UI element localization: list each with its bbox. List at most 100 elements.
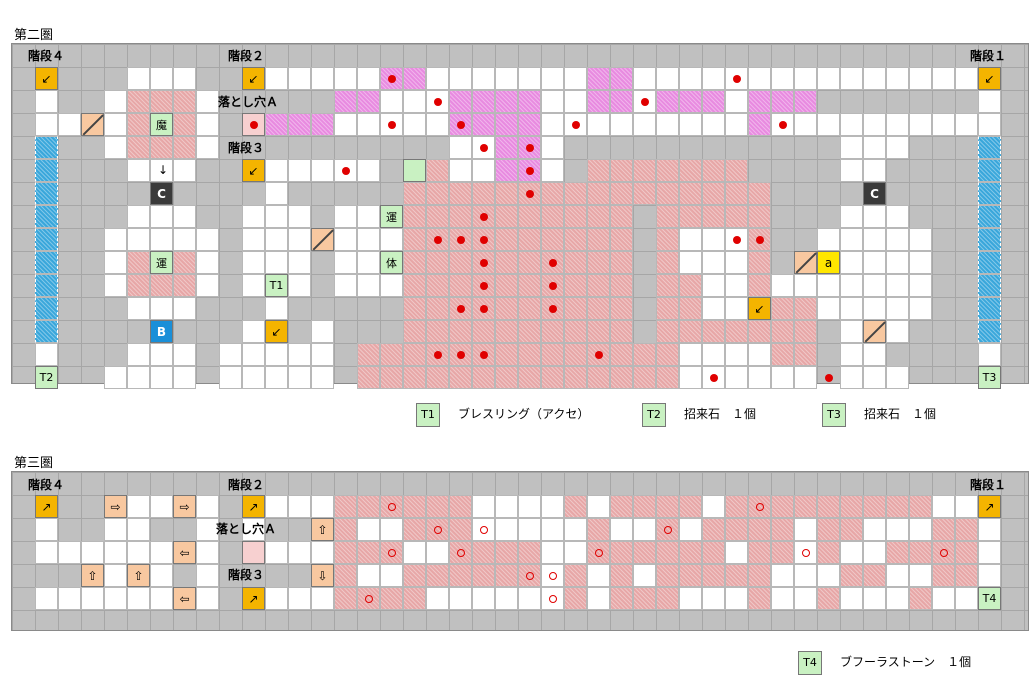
damage-cell: [564, 495, 587, 518]
magenta-cell: [495, 159, 518, 182]
floor-cell: [817, 564, 840, 587]
floor-cell: [863, 228, 886, 251]
floor-cell: [449, 67, 472, 90]
damage-cell: [886, 541, 909, 564]
floor-cell: [541, 518, 564, 541]
damage-cell: [587, 518, 610, 541]
floor-cell: [196, 274, 219, 297]
floor-cell: [840, 113, 863, 136]
floor-cell: [311, 541, 334, 564]
legend-key: T3: [822, 403, 846, 427]
floor-cell: [794, 518, 817, 541]
floor-cell: [794, 564, 817, 587]
treasure-t3: T3: [978, 366, 1001, 389]
floor-cell: [679, 67, 702, 90]
floor-cell: [725, 90, 748, 113]
floor-cell: [311, 343, 334, 366]
stairs3-label-f3: 階段３: [228, 568, 265, 582]
floor-cell: [725, 297, 748, 320]
damage-cell: [610, 495, 633, 518]
floor-cell: [81, 541, 104, 564]
magenta-cell: [495, 136, 518, 159]
floor-cell: [265, 587, 288, 610]
floor-cell: [150, 159, 173, 182]
floor-cell: [288, 274, 311, 297]
floor-cell: [955, 67, 978, 90]
floor-cell: [127, 541, 150, 564]
floor-cell: [863, 205, 886, 228]
damage-cell: [426, 182, 449, 205]
damage-cell: [495, 320, 518, 343]
floor-cell: [288, 541, 311, 564]
floor-cell: [840, 67, 863, 90]
floor-cell: [449, 587, 472, 610]
floor-cell: [817, 113, 840, 136]
floor-cell: [656, 113, 679, 136]
damage-cell: [610, 366, 633, 389]
floor-cell: [334, 251, 357, 274]
damage-cell: [518, 320, 541, 343]
floor-cell: [104, 564, 127, 587]
water-cell: [35, 320, 58, 343]
floor-cell: [794, 587, 817, 610]
floor-cell: [495, 67, 518, 90]
damage-cell: [725, 320, 748, 343]
damage-dot-marker: [456, 235, 465, 244]
floor-cell: [426, 67, 449, 90]
water-cell: [978, 228, 1001, 251]
floor-cell: [702, 274, 725, 297]
floor-cell: [196, 495, 219, 518]
arrow-left-tile: ⇦: [173, 541, 196, 564]
damage-cell: [357, 541, 380, 564]
damage-cell: [679, 541, 702, 564]
floor-cell: [242, 366, 265, 389]
damage-cell: [449, 495, 472, 518]
damage-cell: [817, 587, 840, 610]
floor-cell: [863, 366, 886, 389]
damage-cell: [656, 159, 679, 182]
floor-cell: [150, 366, 173, 389]
damage-dot-marker: [456, 304, 465, 313]
room-label: 運: [150, 251, 173, 274]
damage-cell: [173, 251, 196, 274]
damage-ring-marker: [433, 525, 442, 534]
damage-cell: [679, 297, 702, 320]
damage-cell: [748, 251, 771, 274]
magenta-cell: [334, 90, 357, 113]
damage-cell: [127, 136, 150, 159]
damage-cell: [840, 495, 863, 518]
floor-cell: [242, 518, 265, 541]
section3-title: 第三圏: [14, 456, 54, 471]
magenta-cell: [403, 67, 426, 90]
floor-cell: [334, 228, 357, 251]
floor-cell: [472, 159, 495, 182]
damage-dot-marker: [479, 281, 488, 290]
treasure-t1: T1: [265, 274, 288, 297]
damage-cell: [771, 541, 794, 564]
floor-cell: [863, 136, 886, 159]
damage-dot-marker: [479, 143, 488, 152]
floor-cell: [863, 518, 886, 541]
treasure-tile: [403, 159, 426, 182]
floor-cell: [150, 297, 173, 320]
damage-cell: [564, 297, 587, 320]
floor-cell: [219, 343, 242, 366]
warp-tile: [863, 320, 886, 343]
damage-cell: [633, 182, 656, 205]
magenta-cell: [771, 90, 794, 113]
treasure-t4: T4: [978, 587, 1001, 610]
legend-text: ブフーラストーン １個: [840, 655, 972, 669]
floor-cell: [932, 113, 955, 136]
floor-cell: [104, 541, 127, 564]
floor-cell: [127, 343, 150, 366]
floor-cell: [679, 228, 702, 251]
damage-cell: [449, 343, 472, 366]
floor-cell: [311, 366, 334, 389]
water-cell: [978, 159, 1001, 182]
damage-cell: [426, 297, 449, 320]
floor-cell: [380, 564, 403, 587]
damage-cell: [449, 251, 472, 274]
floor-cell: [886, 113, 909, 136]
damage-cell: [656, 587, 679, 610]
damage-cell: [541, 205, 564, 228]
